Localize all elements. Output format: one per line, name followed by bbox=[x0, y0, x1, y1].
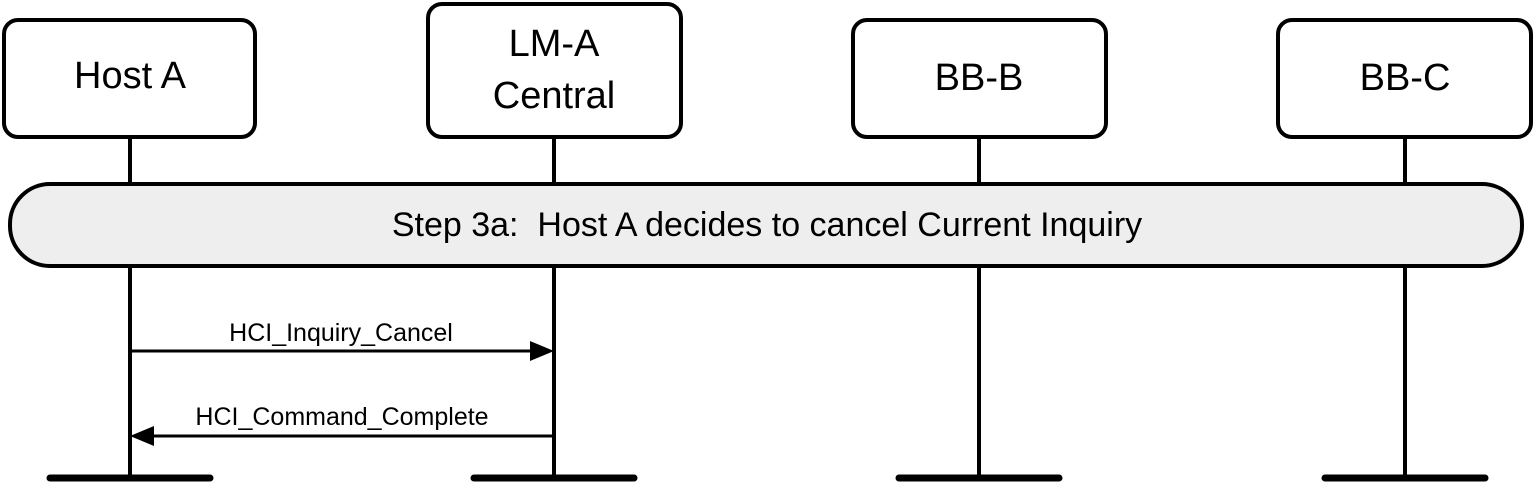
step-label: Step 3a: Host A decides to cancel Curren… bbox=[392, 206, 1142, 244]
step-banner: Step 3a: Host A decides to cancel Curren… bbox=[8, 182, 1524, 268]
participant-label-host-a: Host A bbox=[74, 55, 187, 97]
arrowhead-left-icon bbox=[130, 426, 154, 446]
participant-lm-a: LM-A Central bbox=[426, 2, 683, 139]
participant-box-bb-b bbox=[851, 18, 1108, 139]
participant-bb-b: BB-B bbox=[851, 18, 1108, 139]
participant-label-bb-b: BB-B bbox=[935, 57, 1024, 99]
message-command-complete: HCI_Command_Complete bbox=[130, 403, 554, 446]
participant-box-host-a bbox=[2, 18, 257, 139]
message-label-inquiry-cancel: HCI_Inquiry_Cancel bbox=[229, 319, 453, 347]
step-box bbox=[8, 182, 1524, 268]
participant-box-lm-a bbox=[426, 2, 683, 139]
arrowhead-right-icon bbox=[530, 341, 554, 361]
participant-label-lm-a-line-1: LM-A bbox=[509, 23, 600, 65]
participant-label-bb-c: BB-C bbox=[1360, 57, 1451, 99]
participant-host-a: Host A bbox=[2, 18, 257, 139]
participant-bb-c: BB-C bbox=[1276, 18, 1533, 139]
participant-box-bb-c bbox=[1276, 18, 1533, 139]
message-label-command-complete: HCI_Command_Complete bbox=[195, 403, 488, 431]
participant-label-lm-a-line-2: Central bbox=[493, 75, 616, 117]
message-inquiry-cancel: HCI_Inquiry_Cancel bbox=[130, 319, 554, 361]
